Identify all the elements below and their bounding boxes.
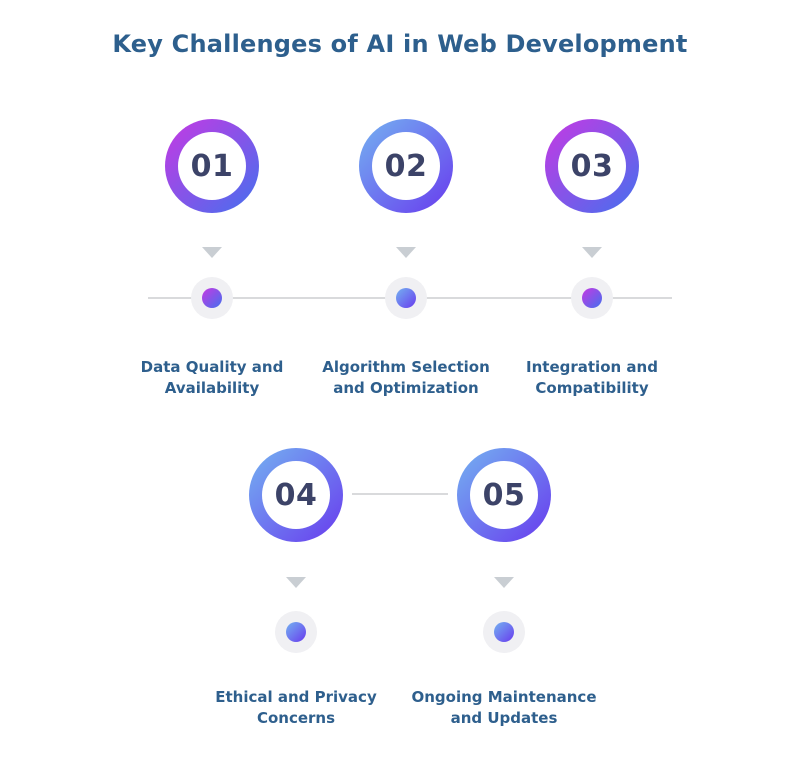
down-arrow-icon [202, 247, 222, 258]
timeline-dot-core [202, 288, 222, 308]
step-number: 03 [570, 148, 614, 184]
down-arrow-icon [396, 247, 416, 258]
page-title: Key Challenges of AI in Web Development [112, 30, 688, 58]
timeline-dot [571, 277, 613, 319]
timeline-dot [191, 277, 233, 319]
timeline-dot-core [582, 288, 602, 308]
down-arrow-icon [494, 577, 514, 588]
down-arrow-icon [582, 247, 602, 258]
step-circle-inner: 02 [372, 132, 440, 200]
timeline-dot [483, 611, 525, 653]
step-circle-02: 02 [359, 119, 453, 213]
step-number: 04 [274, 477, 318, 513]
step-number: 02 [384, 148, 428, 184]
step-label: Data Quality and Availability [140, 358, 284, 397]
step-label: Ongoing Maintenance and Updates [411, 688, 597, 727]
timeline-dot-core [396, 288, 416, 308]
step-circle-05: 05 [457, 448, 551, 542]
step-circle-01: 01 [165, 119, 259, 213]
step-circle-inner: 03 [558, 132, 626, 200]
step-circle-inner: 04 [262, 461, 330, 529]
step-circle-03: 03 [545, 119, 639, 213]
timeline-dot-core [494, 622, 514, 642]
timeline-dot-core [286, 622, 306, 642]
step-circle-inner: 05 [470, 461, 538, 529]
step-label: Ethical and Privacy Concerns [215, 688, 377, 727]
connector-line [352, 493, 448, 495]
down-arrow-icon [286, 577, 306, 588]
step-number: 05 [482, 477, 526, 513]
timeline-dot [275, 611, 317, 653]
step-number: 01 [190, 148, 234, 184]
step-circle-inner: 01 [178, 132, 246, 200]
step-label: Integration and Compatibility [526, 358, 658, 397]
step-circle-04: 04 [249, 448, 343, 542]
step-label: Algorithm Selection and Optimization [322, 358, 490, 397]
timeline-dot [385, 277, 427, 319]
